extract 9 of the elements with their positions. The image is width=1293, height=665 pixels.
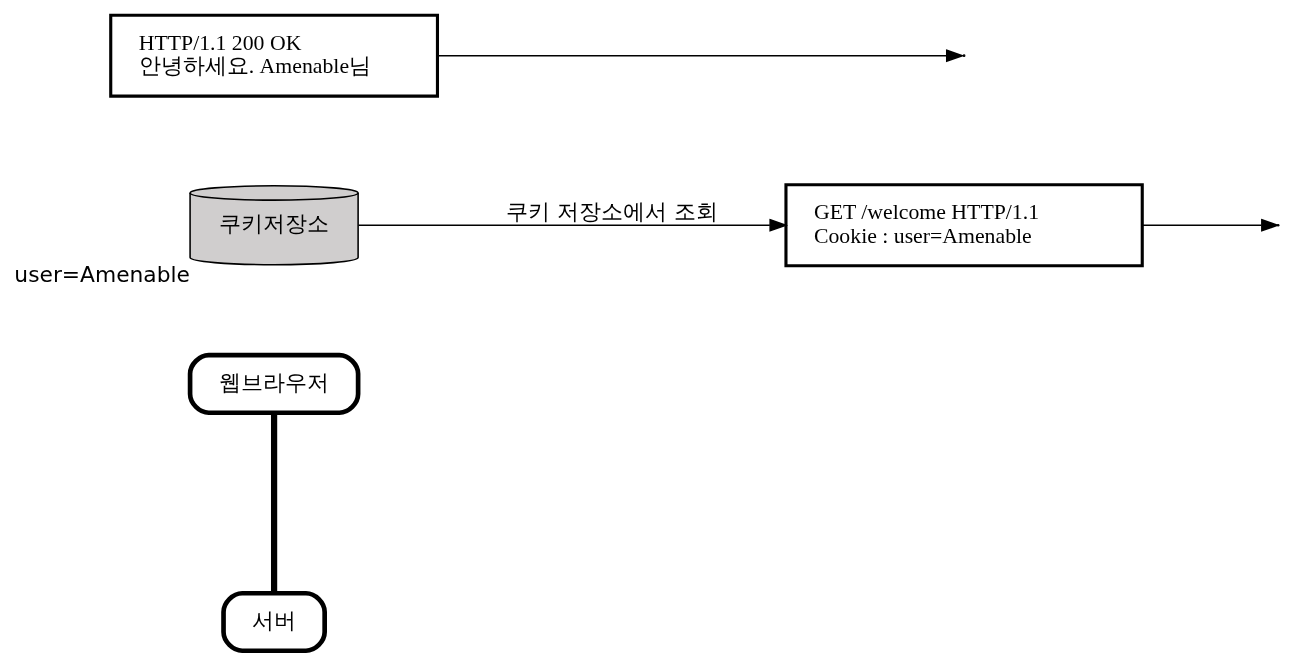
node-box: 웹브라우저: [187, 352, 361, 415]
edge-label: 쿠키 저장소에서 조회: [505, 198, 718, 224]
arrow: [436, 48, 965, 62]
node-label: user=Amenable: [14, 261, 190, 287]
arrow: [357, 218, 789, 232]
node-box: GET /welcome HTTP/1.1 Cookie : user=Amenable: [784, 182, 1144, 267]
node-box: HTTP/1.1 200 OK 안녕하세요. Amenable님: [109, 13, 439, 98]
connector: [271, 412, 278, 593]
node-box: 서버: [221, 590, 327, 653]
